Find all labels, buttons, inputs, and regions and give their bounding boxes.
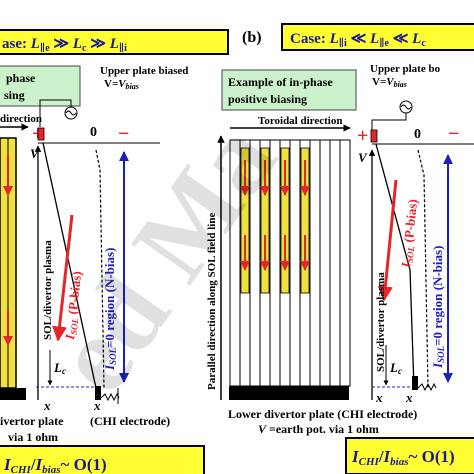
left-case-title: ase: L∥e ≫ Lc ≫ L∥i bbox=[2, 36, 127, 54]
right-x-label-2: x bbox=[405, 390, 413, 405]
right-earth-text: V =earth pot. via 1 ohm bbox=[258, 422, 379, 436]
left-lower-plate bbox=[0, 388, 26, 400]
right-potential-line-p bbox=[375, 143, 415, 389]
right-case-box bbox=[281, 23, 474, 51]
right-lower-plate bbox=[229, 386, 349, 400]
left-potential-line-n bbox=[95, 149, 105, 389]
right-electrode-top bbox=[370, 129, 378, 143]
left-chi-electrode: (CHI electrode) bbox=[90, 414, 170, 428]
right-example-line2: positive biasing bbox=[228, 92, 307, 106]
right-formula-box bbox=[345, 437, 474, 474]
biased-flux-tube bbox=[300, 147, 310, 294]
right-isol-p-arrow bbox=[377, 179, 398, 302]
left-ground-electrode bbox=[95, 386, 101, 400]
left-panel: ase: L∥e ≫ Lc ≫ L∥i phase sing direction… bbox=[0, 29, 229, 474]
left-potential-line-p bbox=[42, 142, 97, 389]
left-lower-plate-text: ivertor plate bbox=[0, 414, 64, 428]
left-direction-label: direction bbox=[0, 113, 42, 125]
left-isol-p-arrow bbox=[52, 214, 74, 342]
right-example-box bbox=[221, 69, 357, 111]
right-upper-plate: Upper plate bo bbox=[370, 63, 441, 75]
right-formula: ICHI/Ibias~ O(1) bbox=[351, 447, 455, 468]
left-v-axis-label: V bbox=[30, 146, 40, 161]
biased-flux-tube bbox=[260, 147, 270, 294]
left-isol-n-label: ISOL=0 region (N-bias) bbox=[102, 248, 118, 371]
left-isol-p-label: ISOL (P-bias) bbox=[62, 270, 85, 341]
left-zero: 0 bbox=[90, 125, 97, 140]
biased-flux-tube bbox=[280, 147, 290, 294]
right-parallel-label: Parallel direction along SOL field line bbox=[206, 213, 218, 390]
right-zero: 0 bbox=[414, 127, 421, 142]
biased-flux-tube bbox=[240, 147, 250, 294]
right-flux-tubes bbox=[229, 139, 351, 387]
right-minus-sign: − bbox=[448, 123, 459, 145]
left-minus-sign: − bbox=[118, 123, 129, 145]
left-example-line2: sing bbox=[4, 88, 25, 102]
flux-tube bbox=[339, 139, 351, 387]
flux-tube bbox=[329, 139, 341, 387]
right-example-line1: Example of in-phase bbox=[228, 75, 333, 89]
right-sol-plasma: SOL/divertor plasma bbox=[375, 272, 387, 372]
right-lc-label: Lc bbox=[389, 360, 402, 376]
right-isol-p-label: ISOL (P-bias) bbox=[398, 198, 421, 269]
right-panel: (b) Case: L∥i ≪ L∥e ≪ Lc Example of in-p… bbox=[206, 23, 474, 474]
left-example-box bbox=[0, 65, 81, 107]
right-lower-plate-text: Lower divertor plate (CHI electrode) bbox=[228, 407, 417, 421]
left-vbias: V=Vbias bbox=[104, 78, 139, 91]
left-upper-plate: Upper plate biased bbox=[100, 65, 188, 77]
right-isol-n-label: ISOL=0 region (N-bias) bbox=[430, 246, 446, 369]
left-example-line1: phase bbox=[6, 71, 36, 85]
left-x-label-2: x bbox=[93, 398, 101, 413]
right-vbias: V=Vbias bbox=[372, 76, 407, 89]
right-toroidal-label: Toroidal direction bbox=[258, 115, 342, 127]
left-formula: ICHI/Ibias~ O(1) bbox=[3, 455, 107, 474]
left-sol-plasma: SOL/divertor plasma bbox=[42, 240, 54, 340]
left-x-label-1: x bbox=[43, 398, 51, 413]
left-case-box bbox=[0, 29, 229, 55]
flux-tube bbox=[319, 139, 331, 387]
left-formula-box bbox=[0, 445, 205, 474]
right-x-label-1: x bbox=[375, 390, 383, 405]
left-via: via 1 ohm bbox=[8, 430, 58, 444]
right-plus-sign: + bbox=[357, 125, 368, 147]
right-ground-electrode bbox=[412, 376, 418, 390]
right-case-title: Case: L∥i ≪ L∥e ≪ Lc bbox=[290, 31, 426, 49]
right-potential-line-n bbox=[417, 149, 429, 389]
right-v-axis-label: V bbox=[358, 150, 368, 165]
left-electrode-top bbox=[37, 127, 45, 141]
panel-b-label: (b) bbox=[242, 29, 262, 46]
flux-tube bbox=[309, 139, 321, 387]
